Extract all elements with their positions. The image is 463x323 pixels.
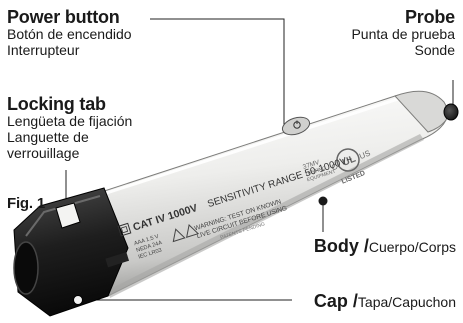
warning-triangle-icon — [172, 228, 186, 243]
body-dot-icon — [318, 196, 328, 206]
power-button-label: Power button Botón de encendido Interrup… — [7, 7, 132, 59]
cap-opening — [13, 241, 39, 295]
power-button-title: Power button — [7, 7, 120, 27]
power-button-leader — [150, 18, 285, 128]
cap-title: Cap / — [313, 291, 358, 311]
body-label: Body /Cuerpo/Corps — [314, 236, 456, 257]
probe-end-icon — [443, 103, 459, 121]
warning-triangle-icon — [186, 223, 200, 239]
cap-dot-icon — [73, 295, 83, 305]
locking-tab-title: Locking tab — [7, 94, 106, 114]
power-button-icon — [281, 116, 311, 136]
probe-fr: Sonde — [414, 41, 455, 58]
equipment-marking-line1: 37MV — [302, 159, 321, 171]
locking-tab-fr-2: verrouillage — [7, 144, 80, 161]
power-button-fr: Interrupteur — [7, 41, 80, 58]
cap-label: Cap /Tapa/Capuchon — [314, 291, 456, 312]
brand-logo-icon — [105, 252, 130, 268]
leader-lines — [65, 18, 454, 301]
body-title: Body / — [313, 236, 369, 256]
figure-label: Fig. 1 — [7, 195, 45, 212]
power-button-es: Botón de encendido — [7, 26, 132, 43]
double-insulation-icon — [117, 222, 132, 237]
locking-tab-fr-1: Languette de — [7, 128, 89, 145]
probe-es: Punta de prueba — [351, 26, 455, 43]
probe-label: Probe Punta de prueba Sonde — [351, 7, 455, 59]
svg-text:UL: UL — [341, 154, 357, 169]
tester-cap — [13, 187, 129, 317]
cap-translations: Tapa/Capuchon — [357, 294, 456, 310]
probe-title: Probe — [404, 7, 455, 27]
svg-text:US: US — [358, 149, 372, 162]
body-translations: Cuerpo/Corps — [368, 239, 456, 255]
locking-tab — [55, 202, 81, 229]
locking-tab-label: Locking tab Lengüeta de fijación Languet… — [7, 94, 132, 161]
svg-text:C: C — [330, 162, 339, 173]
locking-tab-es: Lengüeta de fijación — [7, 113, 133, 130]
